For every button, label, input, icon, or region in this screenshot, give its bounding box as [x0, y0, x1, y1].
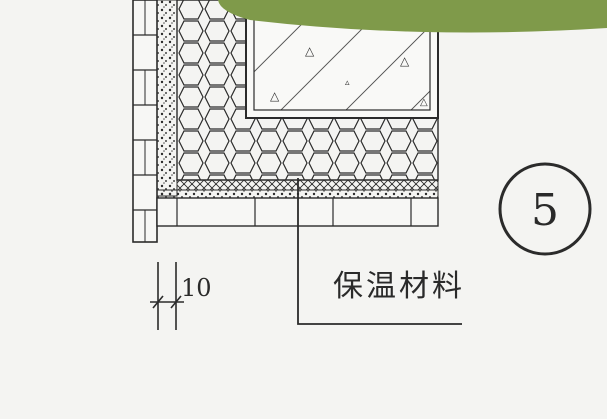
svg-text:△: △ [420, 97, 428, 108]
dimension-value: 10 [181, 274, 212, 302]
svg-text:△: △ [400, 54, 410, 68]
svg-text:△: △ [270, 89, 280, 103]
svg-text:▵: ▵ [345, 78, 350, 88]
mortar-strip-vertical [156, 0, 178, 197]
brick-wall [132, 0, 158, 243]
dimension-mark [150, 262, 184, 330]
detail-marker-circle [498, 162, 592, 256]
callout-leader-line [297, 178, 462, 325]
detail-marker-number: 5 [531, 185, 559, 236]
svg-text:△: △ [305, 44, 315, 58]
callout-label: 保温材料 [333, 269, 465, 304]
membrane-strip [176, 179, 439, 191]
green-overlay [218, 0, 607, 33]
